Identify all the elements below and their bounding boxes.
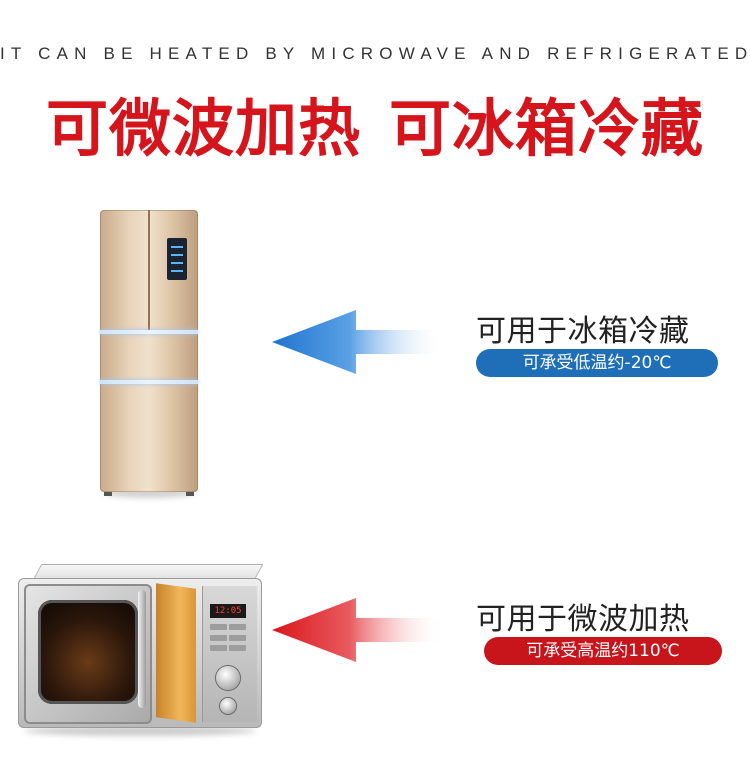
fridge-control-panel [167,238,187,280]
fridge-door-split [148,210,150,330]
microwave-icon: 12:05 [18,562,264,736]
fridge-light-strip [100,330,198,334]
microwave-interior [156,583,196,723]
high-temp-badge: 可承受高温约110℃ [484,637,722,665]
fridge-feet [104,492,194,496]
microwave-shadow [24,726,256,736]
headline: 可微波加热可冰箱冷藏 [0,78,750,168]
low-temp-badge: 可承受低温约-20℃ [476,349,718,377]
headline-refrigerate: 可冰箱冷藏 [389,92,705,165]
microwave-display: 12:05 [210,604,246,618]
microwave-buttons [210,624,246,654]
fridge-shadow [104,488,194,498]
arrow-left-blue-icon [272,310,444,374]
microwave-door [24,584,152,724]
microwave-handle [138,590,146,708]
microwave-use-title: 可用于微波加热 [476,602,690,637]
subtitle-english: IT CAN BE HEATED BY MICROWAVE AND REFRIG… [0,44,750,63]
microwave-knob [220,698,236,714]
fridge-use-title: 可用于冰箱冷藏 [476,314,690,349]
microwave-knob [216,666,240,690]
refrigerator-icon [100,210,198,498]
microwave-window [38,600,138,704]
arrow-left-red-icon [272,598,444,662]
fridge-light-strip [100,380,198,384]
headline-microwave: 可微波加热 [45,92,361,165]
